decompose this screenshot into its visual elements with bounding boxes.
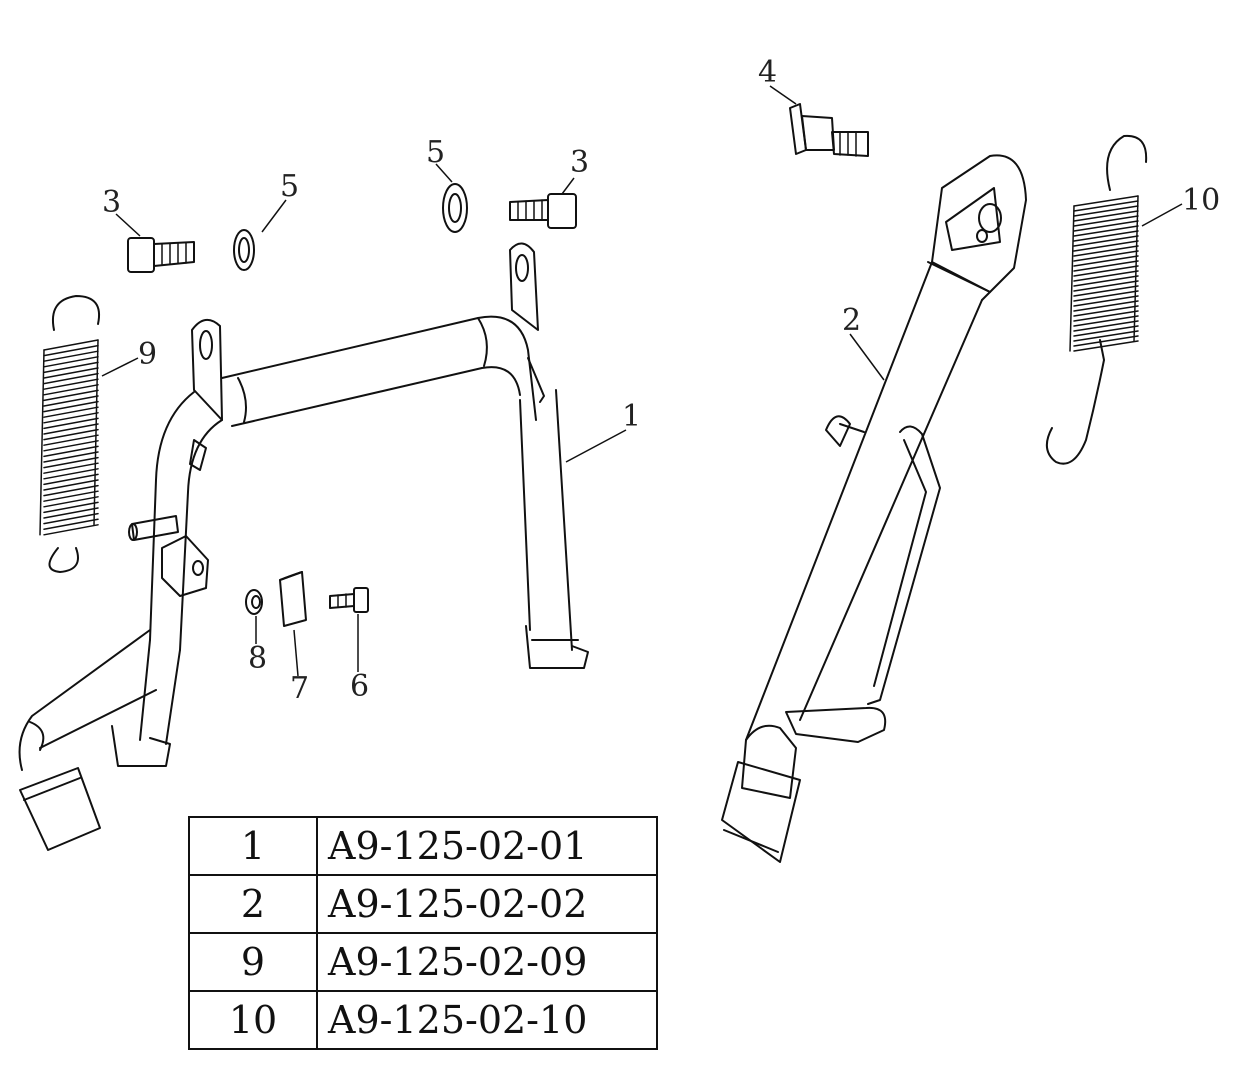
table-row: 2 A9-125-02-02 (188, 874, 658, 934)
side-stand (721, 154, 1027, 863)
parts-table: 1 A9-125-02-01 2 A9-125-02-02 9 A9-125-0… (188, 816, 658, 1050)
rubber-block (279, 571, 307, 627)
main-stand (18, 242, 589, 851)
callout-9: 9 (138, 337, 157, 372)
table-row: 9 A9-125-02-09 (188, 932, 658, 992)
part-number: 2 (188, 874, 318, 934)
bolt-right (509, 193, 577, 229)
main-stand-spring (39, 295, 100, 573)
callout-1: 1 (622, 399, 641, 434)
side-stand-spring (1045, 134, 1148, 465)
table-row: 1 A9-125-02-01 (188, 816, 658, 876)
callout-4: 4 (758, 55, 777, 90)
callout-3-left: 3 (102, 185, 121, 220)
table-row: 10 A9-125-02-10 (188, 990, 658, 1050)
callout-5-left: 5 (280, 169, 299, 204)
callout-8: 8 (248, 641, 267, 676)
callout-3-right: 3 (570, 145, 589, 180)
washer-right (442, 183, 468, 233)
shoulder-bolt (789, 103, 869, 157)
part-number: 1 (188, 816, 318, 876)
callout-7: 7 (290, 671, 309, 706)
callout-5-right: 5 (426, 135, 445, 170)
part-code: A9-125-02-10 (316, 990, 658, 1050)
small-bolt (329, 587, 369, 613)
part-code: A9-125-02-09 (316, 932, 658, 992)
nut (245, 589, 263, 615)
part-code: A9-125-02-01 (316, 816, 658, 876)
callout-2: 2 (842, 303, 861, 338)
part-code: A9-125-02-02 (316, 874, 658, 934)
callout-labels: 1 2 3 3 4 5 5 6 7 8 9 10 (102, 55, 1220, 706)
part-number: 10 (188, 990, 318, 1050)
callout-6: 6 (350, 669, 369, 704)
leader-lines (101, 85, 1183, 677)
callout-10: 10 (1182, 183, 1220, 218)
washer-left (233, 229, 255, 271)
bolt-left (127, 237, 195, 273)
part-number: 9 (188, 932, 318, 992)
